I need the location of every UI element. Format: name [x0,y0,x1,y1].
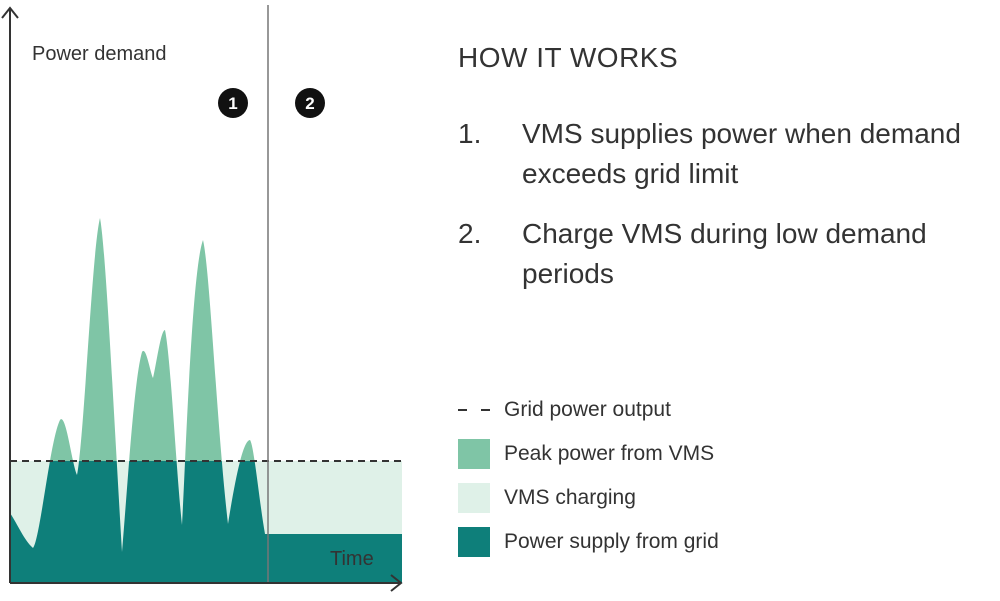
power-supply-from-grid-area [10,461,265,583]
step-number: 1. [458,118,482,149]
svg-text:1: 1 [228,94,237,113]
dashed-line-swatch [458,395,490,425]
step-number: 2. [458,218,482,249]
how-it-works-title: HOW IT WORKS [458,42,679,73]
legend-label: Peak power from VMS [504,442,715,465]
legend-label: Grid power output [504,398,671,421]
x-axis-label: Time [330,548,374,570]
legend-item-vms-charging: VMS charging [458,483,858,513]
legend: Grid power output Peak power from VMS VM… [458,395,858,571]
legend-label: VMS charging [504,486,636,509]
vms-charging-swatch [458,483,490,513]
step-item: 2. Charge VMS during low demand periods [458,214,988,294]
legend-item-grid-supply: Power supply from grid [458,527,858,557]
phase-1-badge: 1 [218,88,248,118]
vms-charging-area [268,461,402,534]
peak-power-swatch [458,439,490,469]
peak-power-from-vms-area [49,218,255,461]
step-text: VMS supplies power when demand exceeds g… [522,118,961,189]
phase2-grid-supply-area [265,534,402,583]
x-axis-arrow [390,574,403,592]
legend-label: Power supply from grid [504,530,719,553]
legend-item-peak-power: Peak power from VMS [458,439,858,469]
grid-supply-swatch [458,527,490,557]
legend-item-grid-power-output: Grid power output [458,395,858,425]
step-item: 1. VMS supplies power when demand exceed… [458,114,988,194]
y-axis-arrow [1,6,19,19]
step-text: Charge VMS during low demand periods [522,218,927,289]
y-axis-label: Power demand [32,43,167,65]
power-demand-diagram: Power demand Time 1 2 [1,5,403,592]
svg-text:2: 2 [305,94,314,113]
phase-2-badge: 2 [295,88,325,118]
how-it-works-section: HOW IT WORKS 1. VMS supplies power when … [458,42,988,314]
